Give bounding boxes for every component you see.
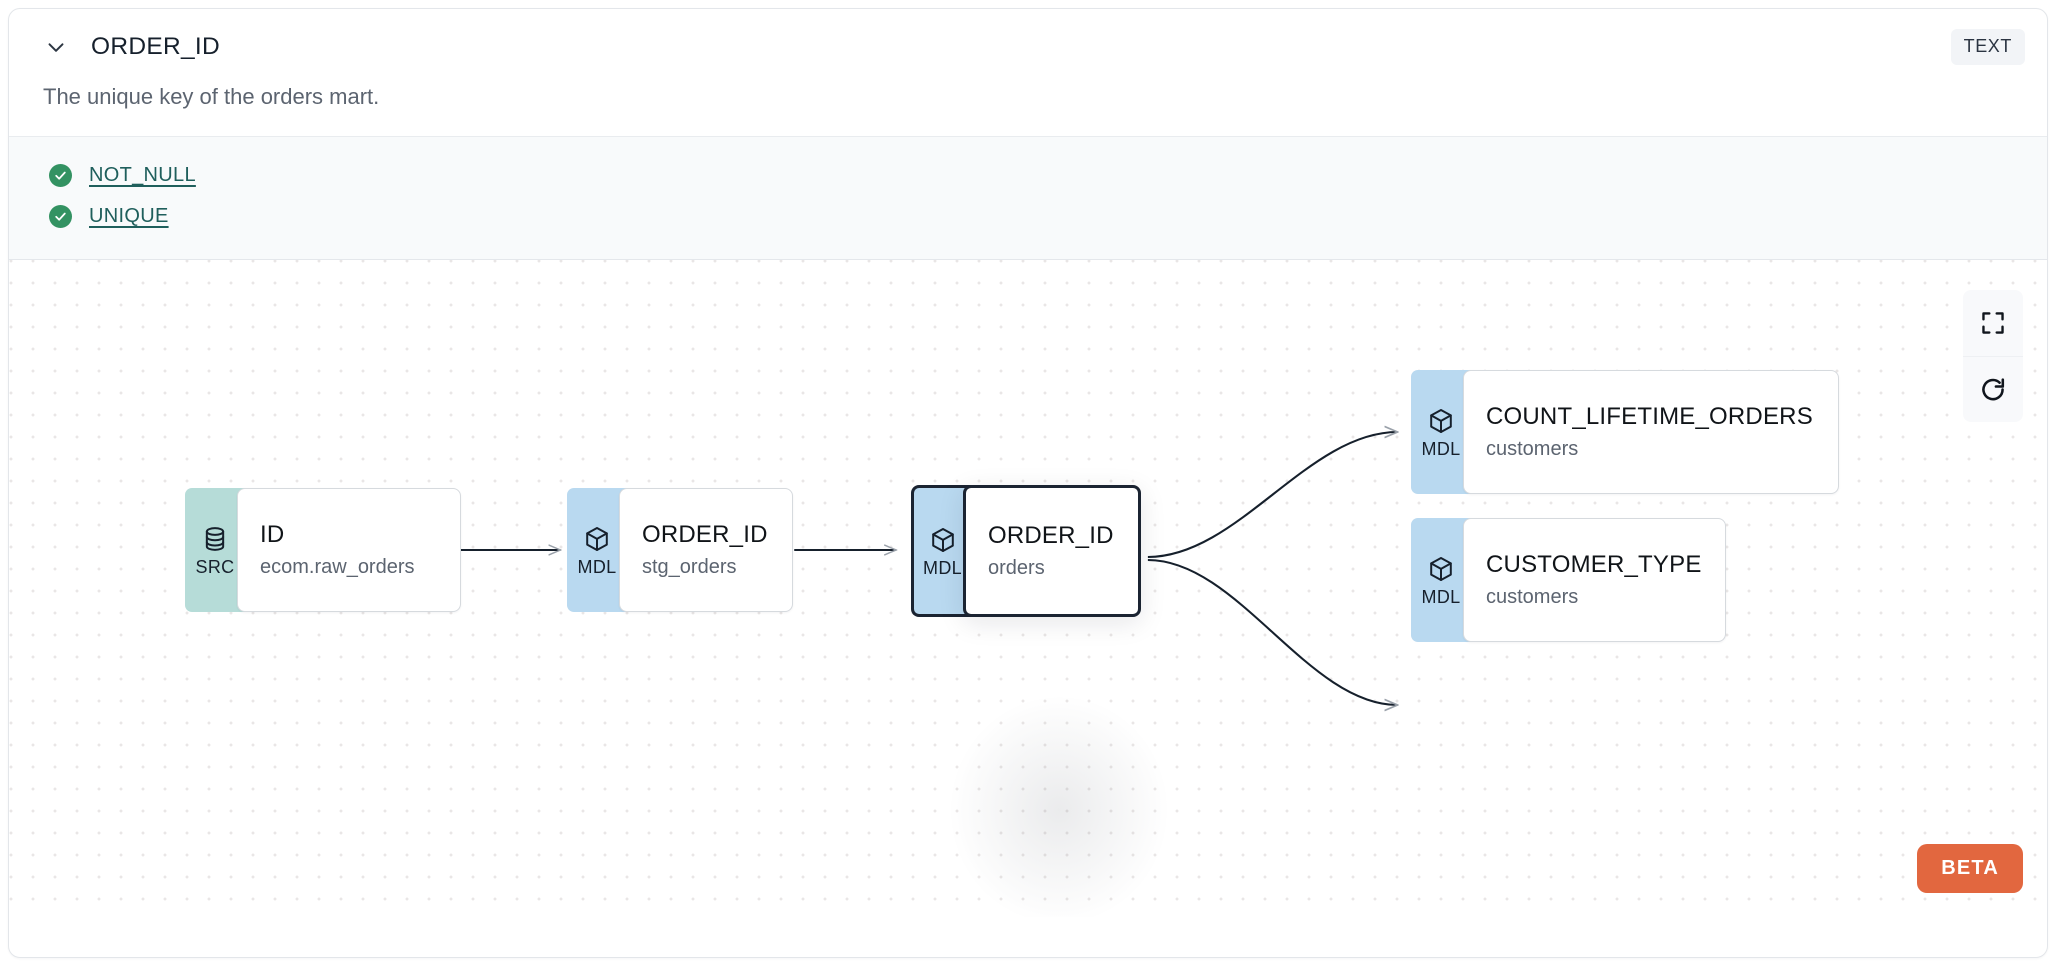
node-body: ID ecom.raw_orders — [237, 488, 461, 612]
test-link-unique[interactable]: UNIQUE — [89, 205, 169, 227]
node-column-name: COUNT_LIFETIME_ORDERS — [1486, 402, 1813, 430]
lineage-node-src-id[interactable]: SRC ID ecom.raw_orders — [185, 488, 461, 612]
check-circle-icon — [49, 164, 72, 187]
node-model-name: orders — [988, 557, 1045, 580]
node-kind-label: SRC — [195, 556, 235, 577]
lineage-node-mdl-count-lifetime-orders[interactable]: MDL COUNT_LIFETIME_ORDERS customers — [1411, 370, 1839, 494]
refresh-button[interactable] — [1963, 356, 2023, 422]
selected-node-glow — [944, 690, 1174, 917]
node-column-name: ORDER_ID — [988, 521, 1114, 549]
node-kind-badge-mdl: MDL — [911, 485, 971, 617]
node-kind-badge-mdl: MDL — [1411, 518, 1471, 642]
node-body: COUNT_LIFETIME_ORDERS customers — [1463, 370, 1839, 494]
tests-list: NOT_NULL UNIQUE — [9, 136, 2047, 260]
node-kind-label: MDL — [923, 557, 962, 578]
edge-orders-to-customer-type — [1147, 558, 1398, 705]
node-kind-label: MDL — [1421, 438, 1461, 459]
column-type-badge: TEXT — [1950, 28, 2025, 65]
card-header: ORDER_ID TEXT — [9, 9, 2047, 84]
node-body: ORDER_ID stg_orders — [619, 488, 793, 612]
database-icon — [201, 525, 229, 553]
node-kind-badge-mdl: MDL — [1411, 370, 1471, 494]
collapse-toggle-button[interactable] — [39, 30, 73, 64]
chevron-down-icon — [43, 34, 69, 60]
node-body: ORDER_ID orders — [963, 485, 1141, 617]
beta-badge[interactable]: BETA — [1917, 844, 2023, 893]
fullscreen-icon — [1980, 310, 2006, 336]
node-kind-badge-src: SRC — [185, 488, 245, 612]
fit-view-button[interactable] — [1963, 290, 2023, 356]
column-detail-card: ORDER_ID TEXT The unique key of the orde… — [8, 8, 2048, 958]
cube-icon — [583, 525, 611, 553]
node-column-name: ID — [260, 520, 285, 548]
node-kind-badge-mdl: MDL — [567, 488, 627, 612]
node-model-name: customers — [1486, 438, 1579, 461]
lineage-node-mdl-orders-order-id[interactable]: MDL ORDER_ID orders — [911, 485, 1141, 617]
node-model-name: stg_orders — [642, 556, 737, 579]
graph-controls — [1963, 290, 2023, 422]
test-row[interactable]: NOT_NULL — [9, 155, 2047, 196]
node-body: CUSTOMER_TYPE customers — [1463, 518, 1726, 642]
edge-orders-to-count-lifetime-orders — [1147, 432, 1398, 559]
test-row[interactable]: UNIQUE — [9, 196, 2047, 237]
column-description: The unique key of the orders mart. — [43, 84, 380, 109]
node-model-name: customers — [1486, 586, 1579, 609]
refresh-icon — [1979, 376, 2007, 404]
node-model-name: ecom.raw_orders — [260, 556, 415, 579]
test-link-not-null[interactable]: NOT_NULL — [89, 164, 196, 186]
cube-icon — [1427, 407, 1455, 435]
page-title: ORDER_ID — [91, 32, 221, 60]
node-column-name: ORDER_ID — [642, 520, 768, 548]
node-kind-label: MDL — [1421, 586, 1461, 607]
lineage-node-mdl-customer-type[interactable]: MDL CUSTOMER_TYPE customers — [1411, 518, 1726, 642]
node-column-name: CUSTOMER_TYPE — [1486, 550, 1702, 578]
node-kind-label: MDL — [577, 556, 617, 577]
cube-icon — [929, 526, 957, 554]
cube-icon — [1427, 555, 1455, 583]
check-circle-icon — [49, 205, 72, 228]
lineage-node-mdl-stg-order-id[interactable]: MDL ORDER_ID stg_orders — [567, 488, 793, 612]
lineage-graph-canvas[interactable]: SRC ID ecom.raw_orders — [9, 260, 2047, 917]
